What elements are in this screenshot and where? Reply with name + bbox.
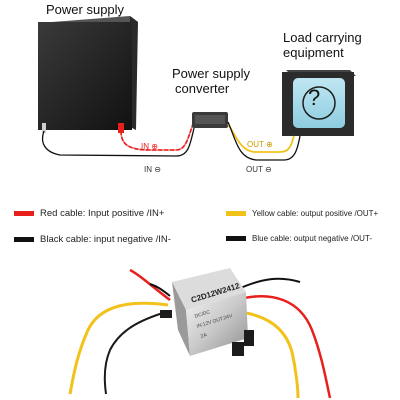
converter-label-line2: converter bbox=[175, 81, 229, 96]
legend-red-swatch bbox=[14, 211, 34, 216]
load-label-line2: equipment bbox=[283, 45, 344, 60]
power-supply-box bbox=[38, 16, 138, 133]
legend-yellow-swatch bbox=[226, 211, 246, 216]
legend-yellow-text: Yellow cable: output positive /OUT+ bbox=[252, 209, 378, 218]
legend-red: Red cable: Input positive /IN+ bbox=[14, 208, 164, 219]
legend-red-text: Red cable: Input positive /IN+ bbox=[40, 208, 164, 219]
legend-black-text: Black cable: input negative /IN- bbox=[40, 234, 171, 245]
legend-blue-text: Blue cable: output negative /OUT- bbox=[252, 234, 372, 243]
legend-black-swatch bbox=[14, 237, 34, 242]
out-minus-label: OUT ⊖ bbox=[246, 165, 272, 174]
load-label-line1: Load carrying bbox=[283, 30, 362, 45]
legend-blue-swatch bbox=[226, 236, 246, 241]
converter-module-small bbox=[192, 112, 228, 128]
power-supply-label: Power supply bbox=[46, 2, 124, 17]
converter-label-line1: Power supply bbox=[172, 66, 250, 81]
question-mark: ? bbox=[308, 85, 320, 111]
out-plus-label: OUT ⊕ bbox=[247, 140, 273, 149]
in-plus-label: IN ⊕ bbox=[141, 142, 158, 151]
legend-yellow: Yellow cable: output positive /OUT+ bbox=[226, 209, 378, 218]
legend-blue: Blue cable: output negative /OUT- bbox=[226, 234, 372, 243]
legend-black: Black cable: input negative /IN- bbox=[14, 234, 171, 245]
in-minus-label: IN ⊖ bbox=[144, 165, 161, 174]
